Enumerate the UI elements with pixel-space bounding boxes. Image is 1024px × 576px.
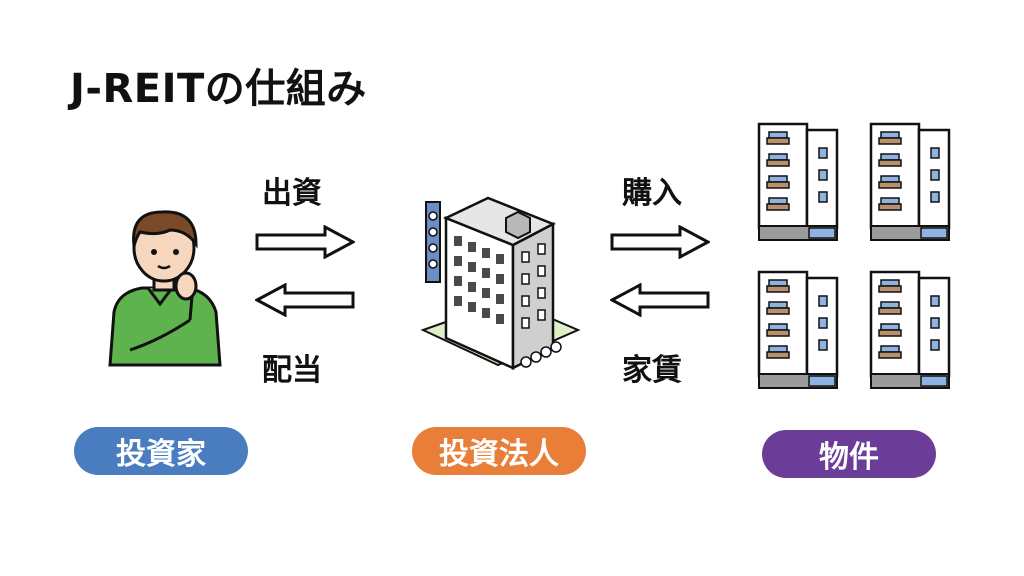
left-arrow-icon — [610, 283, 710, 317]
investor-badge: 投資家 — [74, 427, 248, 475]
investment-corporation-badge: 投資法人 — [412, 427, 586, 475]
page-title: J-REITの仕組み — [70, 66, 367, 112]
flow-label-rent: 家賃 — [622, 353, 682, 388]
flow-label-invest: 出資 — [262, 176, 322, 211]
flow-label-dividend: 配当 — [262, 353, 322, 388]
right-arrow-icon — [255, 225, 355, 259]
apartment-building-icon — [757, 122, 839, 242]
apartment-building-icon — [869, 270, 951, 390]
apartment-building-icon — [869, 122, 951, 242]
right-arrow-icon — [610, 225, 710, 259]
investor-person-icon — [100, 200, 230, 370]
office-building-icon — [418, 190, 588, 380]
flow-label-purchase: 購入 — [622, 176, 682, 211]
apartment-building-icon — [757, 270, 839, 390]
left-arrow-icon — [255, 283, 355, 317]
property-badge: 物件 — [762, 430, 936, 478]
